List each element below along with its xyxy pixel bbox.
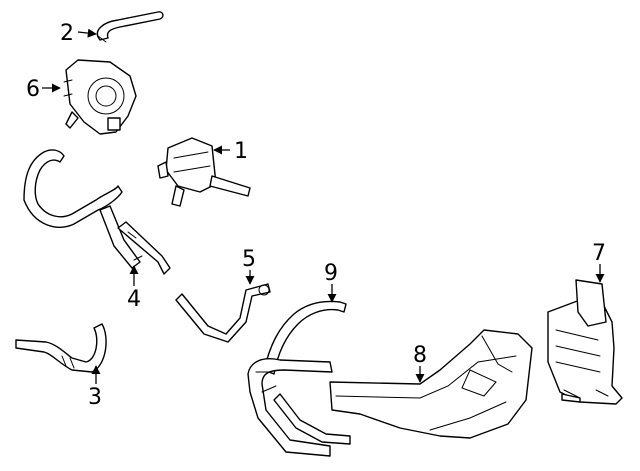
callout-5: 5: [242, 247, 256, 272]
part-9-hose-assembly[interactable]: [247, 300, 351, 457]
part-2-hose[interactable]: [96, 11, 164, 43]
callout-2: 2: [60, 21, 74, 46]
callout-4: 4: [127, 287, 141, 312]
callout-6: 6: [26, 77, 40, 102]
callout-1: 1: [234, 139, 248, 164]
callout-3: 3: [88, 385, 102, 410]
callout-7: 7: [592, 241, 606, 266]
part-5-coolant-pipe[interactable]: [175, 283, 271, 343]
part-3-lower-hose[interactable]: [15, 323, 107, 373]
part-4-hose-assembly[interactable]: [23, 149, 171, 275]
callout-labels: 2 6 1 4 5 3 9 8 7: [26, 21, 606, 410]
callout-9: 9: [324, 261, 338, 286]
callout-8: 8: [413, 343, 427, 368]
leader-lines: [42, 28, 605, 384]
part-8-intake-duct[interactable]: [329, 329, 533, 439]
leader-2: [77, 28, 97, 38]
part-7-cooler-bracket[interactable]: [547, 279, 623, 405]
part-1-coolant-housing[interactable]: [157, 137, 251, 207]
part-6-thermostat-housing[interactable]: [63, 59, 137, 135]
